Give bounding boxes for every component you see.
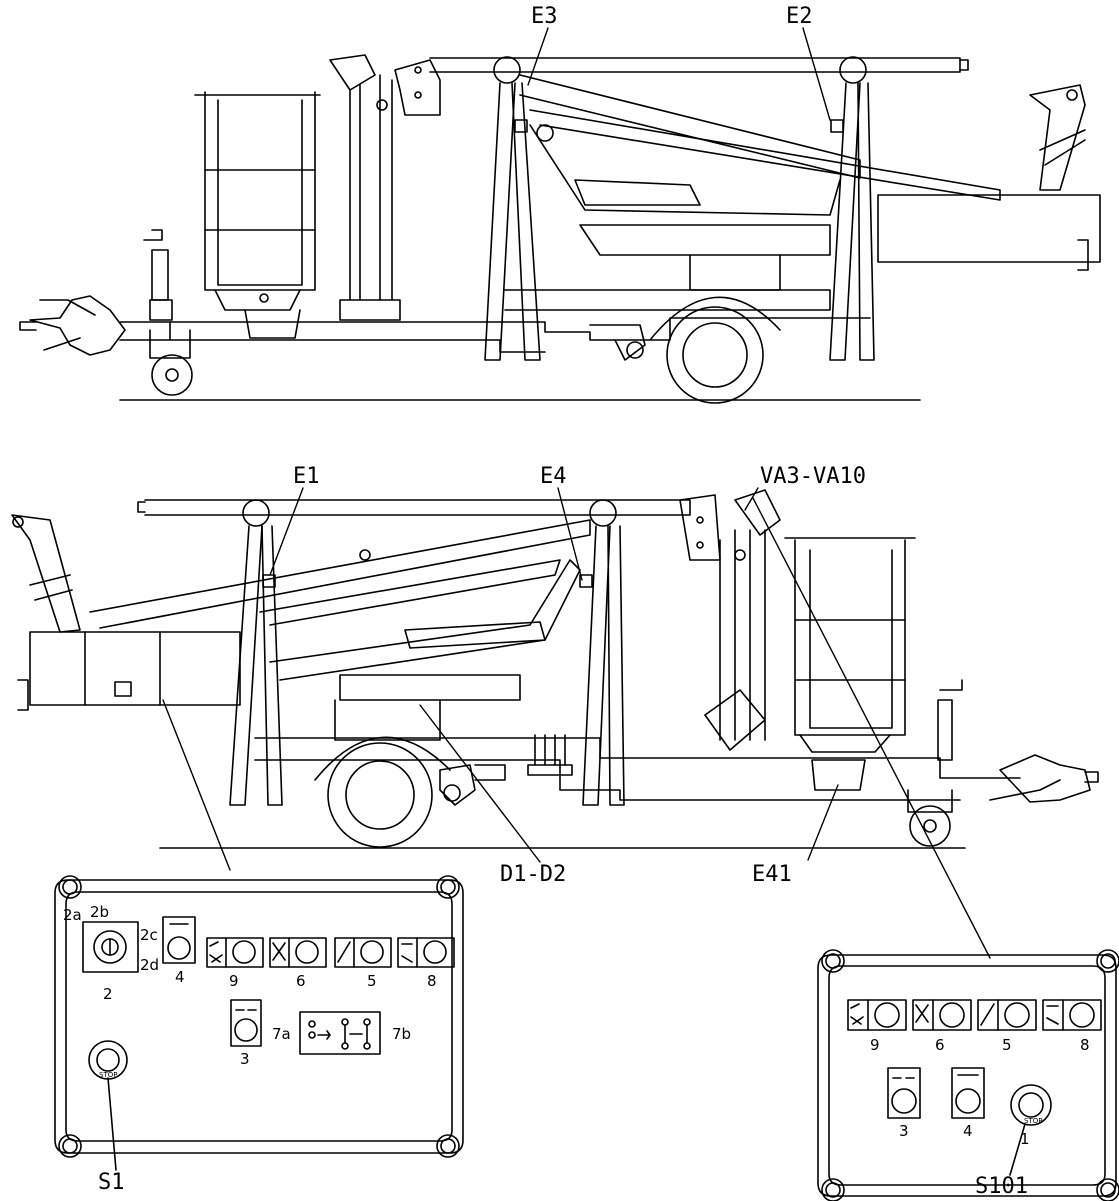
panel-left-3: 3 — [240, 1050, 250, 1068]
label-e1: E1 — [293, 464, 320, 489]
panel-right-4: 4 — [963, 1122, 973, 1140]
panel-right-1: 1 — [1020, 1130, 1030, 1148]
panel-right-stop-text: STOP — [1024, 1117, 1043, 1125]
label-d1-d2: D1-D2 — [500, 862, 567, 887]
panel-right-6: 6 — [935, 1036, 945, 1054]
control-panel-left — [54, 875, 464, 1171]
panel-left-4: 4 — [175, 968, 185, 986]
label-s101: S101 — [975, 1174, 1028, 1199]
panel-left-9: 9 — [229, 972, 239, 990]
panel-left-8: 8 — [427, 972, 437, 990]
label-va3-va10: VA3-VA10 — [760, 464, 866, 489]
panel-right-3: 3 — [899, 1122, 909, 1140]
label-e4: E4 — [540, 464, 567, 489]
leader-lines — [162, 27, 991, 959]
panel-left-stop-text: STOP — [99, 1071, 118, 1079]
panel-left-2c: 2c — [140, 926, 158, 944]
panel-left-7b: 7b — [392, 1025, 412, 1043]
machine-view-top — [19, 54, 1101, 404]
label-e3: E3 — [531, 4, 558, 29]
label-e41: E41 — [752, 862, 792, 887]
label-s1: S1 — [98, 1170, 125, 1195]
panel-left-2a: 2a — [63, 906, 82, 924]
panel-left-7a: 7a — [272, 1025, 291, 1043]
panel-left-6: 6 — [296, 972, 306, 990]
panel-left-2d: 2d — [140, 956, 160, 974]
panel-left-5: 5 — [367, 972, 377, 990]
panel-left-2: 2 — [103, 985, 113, 1003]
machine-view-bottom — [11, 489, 1099, 849]
panel-right-9: 9 — [870, 1036, 880, 1054]
panel-right-8: 8 — [1080, 1036, 1090, 1054]
control-panel-right — [817, 949, 1119, 1201]
panel-right-5: 5 — [1002, 1036, 1012, 1054]
panel-left-2b: 2b — [90, 903, 110, 921]
label-e2: E2 — [786, 4, 813, 29]
